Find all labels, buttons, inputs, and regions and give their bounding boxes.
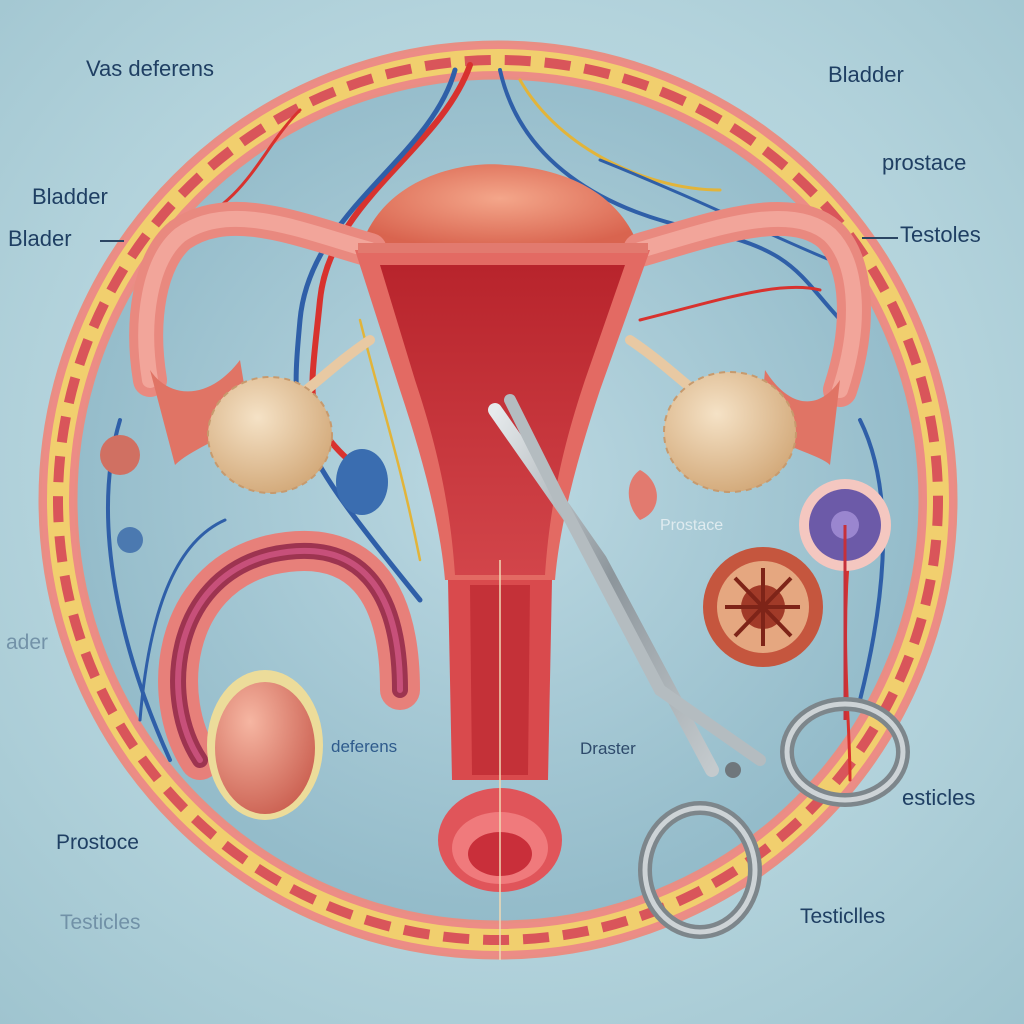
- label-blader-left: Blader: [8, 226, 72, 251]
- label-draster-center: Draster: [580, 739, 636, 758]
- gland-right: [663, 371, 797, 493]
- gland-left: [207, 376, 333, 494]
- label-testicles-bottom-left: Testicles: [60, 911, 141, 934]
- label-prostoce-left: Prostoce: [56, 831, 139, 854]
- label-prostace-right: prostace: [882, 150, 967, 175]
- cross-section-red: [703, 547, 823, 667]
- side-ducts: [129, 201, 871, 407]
- leader-line-left: [100, 240, 124, 242]
- epididymis-loop: [158, 531, 420, 780]
- small-nodules: [100, 435, 657, 553]
- label-bladder-left: Bladder: [32, 184, 108, 209]
- surgical-scissors: [488, 394, 910, 939]
- label-prostace-center: Prostace: [660, 517, 724, 534]
- cross-section-purple: [799, 479, 891, 720]
- label-esticles-right: esticles: [902, 785, 976, 810]
- label-testoles-right: Testoles: [900, 222, 981, 247]
- bladder: [360, 164, 640, 250]
- testicle: [207, 670, 323, 820]
- label-vas-deferens-top: Vas deferens: [86, 56, 215, 81]
- label-ader-left: ader: [6, 631, 49, 654]
- fringe-left: [150, 360, 250, 465]
- label-testiclles-bottom-right: Testiclles: [800, 905, 886, 928]
- label-deferens-center: deferens: [331, 737, 398, 756]
- label-bladder-top: Bladder: [828, 62, 904, 87]
- leader-line-right: [862, 237, 898, 239]
